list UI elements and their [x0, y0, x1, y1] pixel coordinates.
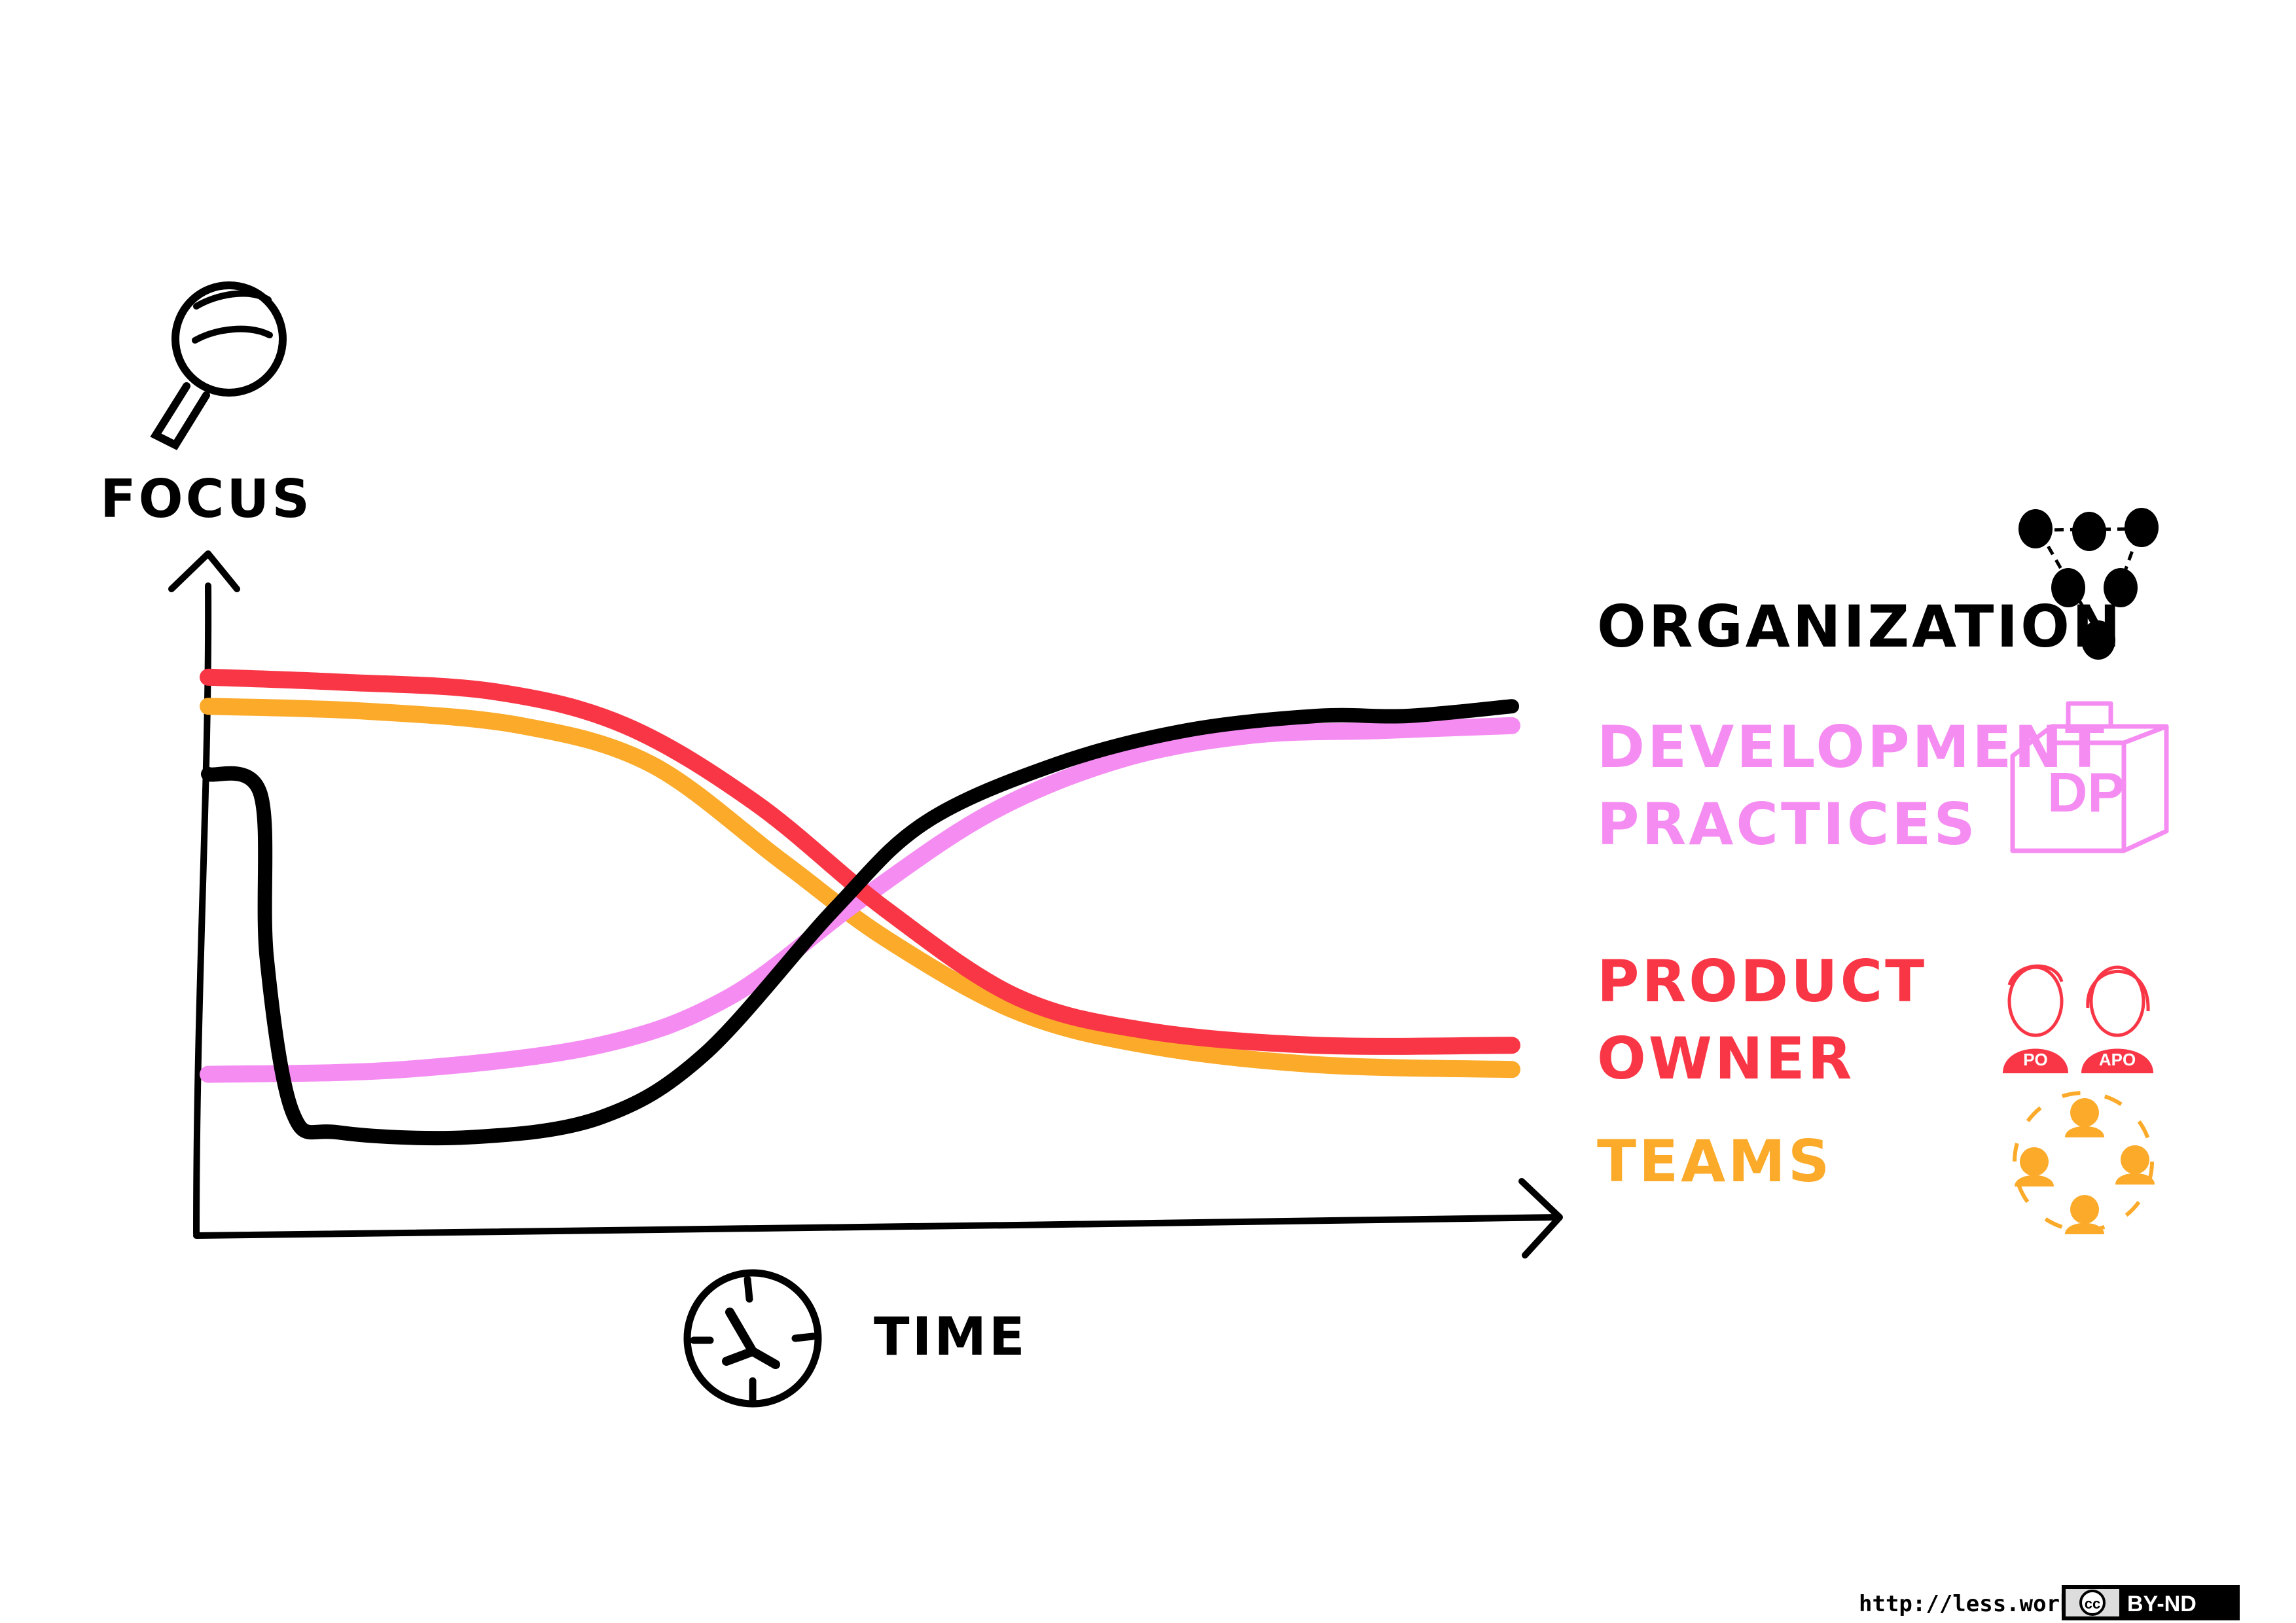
organization-line — [201, 699, 1519, 1146]
product-owner-line — [200, 668, 1520, 1055]
legend: ORGANIZATION DEVELOPMENT PRACTICES PRODU… — [1597, 593, 2123, 1195]
x-axis-arrow — [1518, 1178, 1563, 1258]
series-layer — [200, 668, 1520, 1146]
clock-icon — [683, 1269, 822, 1408]
x-axis — [193, 1214, 1561, 1239]
legend-label-organization: ORGANIZATION — [1597, 593, 2123, 660]
y-axis-arrow — [168, 550, 240, 592]
apo-badge: APO — [2099, 1050, 2136, 1069]
dp-label: DP — [2047, 762, 2125, 824]
footer-url[interactable]: http://less.works — [1859, 1591, 2087, 1617]
network-triangle-icon — [2018, 508, 2159, 660]
legend-label-development-line1: DEVELOPMENT — [1597, 713, 2107, 781]
po-badge: PO — [2023, 1050, 2048, 1069]
license-label: BY-ND — [2127, 1592, 2197, 1616]
development-practices-line — [200, 717, 1520, 1083]
product-owner-people-icon: PO APO — [2003, 964, 2153, 1073]
development-practices-bag-icon: DP — [2010, 701, 2169, 853]
legend-label-product-line2: OWNER — [1597, 1025, 1854, 1092]
y-axis-label: FOCUS — [100, 469, 312, 529]
x-axis-label: TIME — [874, 1306, 1028, 1367]
legend-label-product-line1: PRODUCT — [1597, 948, 1927, 1015]
license-cc: cc — [2085, 1596, 2100, 1612]
cc-license-icon: cc BY-ND — [2062, 1585, 2240, 1620]
teams-circle-icon — [2013, 1091, 2155, 1234]
legend-label-teams: TEAMS — [1597, 1128, 1832, 1195]
legend-label-development-line2: PRACTICES — [1597, 791, 1978, 858]
magnifying-glass-icon — [150, 281, 287, 450]
